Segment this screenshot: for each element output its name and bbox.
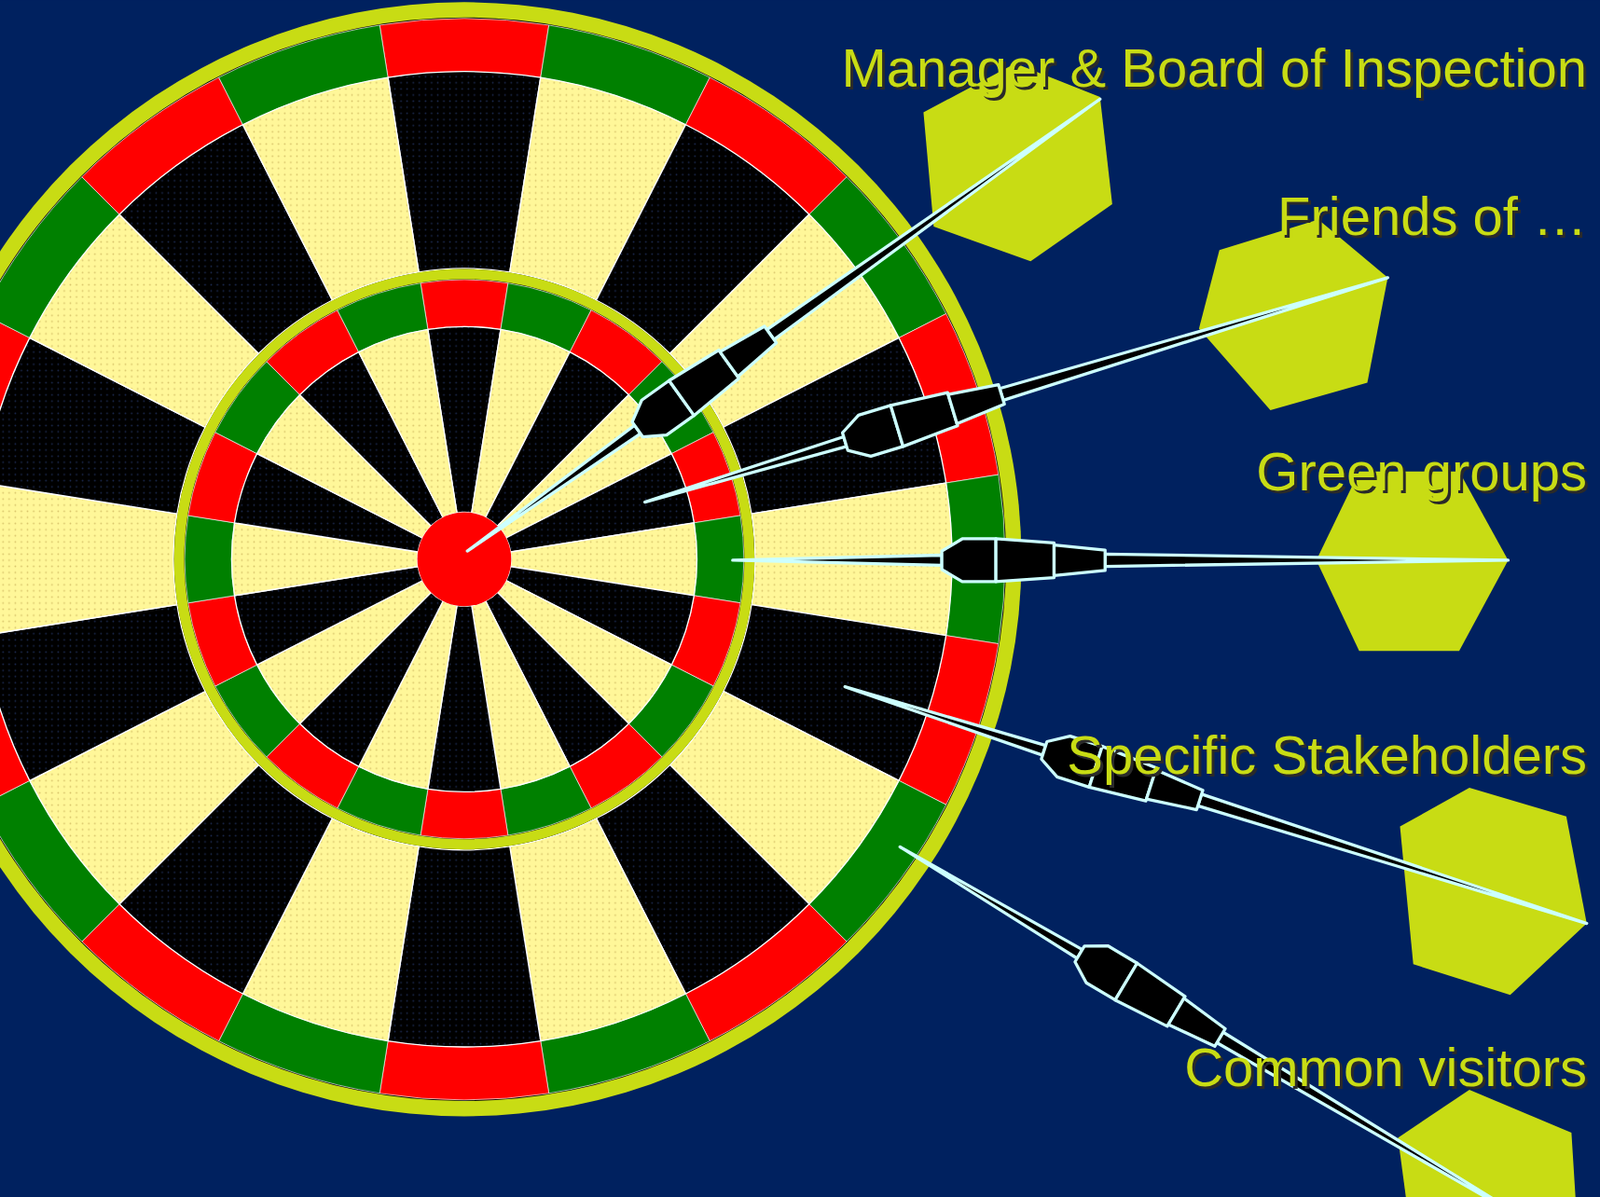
dart: [838, 666, 1594, 945]
dart: [888, 828, 1562, 1197]
outer-single-segment: [510, 818, 687, 1042]
darts: [455, 82, 1594, 1197]
dart-flight: [1397, 1089, 1577, 1197]
dartboard: [0, 1, 1021, 1117]
double-ring-segment: [379, 18, 549, 78]
bullseye: [417, 512, 512, 607]
dart-point: [896, 842, 1082, 959]
dart-shaft: [1104, 553, 1508, 566]
dart-label: Green groups: [1255, 444, 1587, 499]
outer-single-segment: [242, 77, 419, 301]
dart-barrel: [1054, 545, 1106, 577]
treble-wire: [179, 274, 750, 845]
dart-shaft: [1198, 794, 1589, 930]
board-face: [0, 17, 1007, 1102]
dart-barrel: [719, 322, 780, 378]
treble-ring-segment: [184, 515, 235, 604]
dart-shaft: [766, 94, 1104, 340]
board-rim: [0, 1, 1021, 1117]
dart-label: Common visitors: [1184, 1040, 1587, 1095]
dart-label: Manager & Board of Inspection: [841, 41, 1587, 96]
treble-ring-segment: [420, 788, 509, 839]
double-ring-segment: [379, 1041, 549, 1101]
dart: [455, 82, 1113, 569]
dart-point: [464, 425, 641, 555]
dart-label: Friends of …: [1277, 189, 1587, 244]
dart-label: Specific Stakeholders: [1066, 728, 1587, 783]
dart-flights: [923, 63, 1587, 1197]
dart-barrel: [995, 538, 1054, 582]
dart-barrel: [941, 538, 996, 582]
dart-point: [842, 681, 1046, 756]
dart-flight: [1199, 219, 1388, 411]
treble-ring-segment: [420, 279, 509, 330]
dart-shaft: [999, 272, 1390, 401]
dart: [732, 538, 1509, 582]
inner-single-segment: [358, 329, 457, 518]
outer-single-segment: [0, 605, 206, 782]
dart-point: [732, 554, 942, 566]
dart-barrel: [948, 379, 1007, 424]
dart-point: [643, 436, 847, 507]
